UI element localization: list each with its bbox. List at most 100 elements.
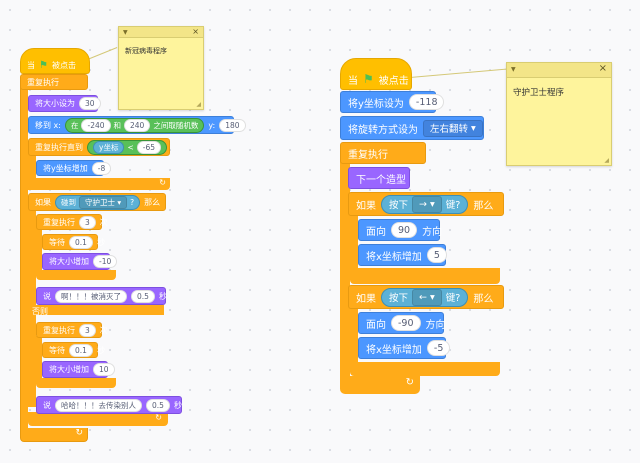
- comment-note[interactable]: ▼× 新冠病毒程序 ◢: [118, 26, 204, 110]
- within-label: 在: [70, 120, 79, 130]
- random-operator[interactable]: 在 -240 和 240 之间取随机数: [64, 117, 205, 133]
- key-dropdown[interactable]: → ▾: [412, 195, 442, 213]
- change-size-block-b[interactable]: 将大小增加 10: [42, 361, 115, 378]
- compare-value-input[interactable]: -65: [136, 140, 161, 154]
- wait-block-b[interactable]: 等待 0.1 秒: [42, 342, 105, 358]
- when-flag-clicked-block[interactable]: 当 ⚑ 被点击: [340, 58, 412, 90]
- next-costume-block[interactable]: 下一个造型: [348, 167, 410, 189]
- repeat-count-input[interactable]: 3: [79, 323, 96, 337]
- if-left-key-block[interactable]: 如果 按下 ← ▾ 键? 那么: [348, 285, 504, 309]
- if-right-key-block[interactable]: 如果 按下 → ▾ 键? 那么: [348, 192, 504, 216]
- forever-block[interactable]: 重复执行: [20, 74, 88, 90]
- repeat-count-input[interactable]: 3: [79, 215, 96, 229]
- goto-xy-block[interactable]: 移到 x: 在 -240 和 240 之间取随机数 y: 180: [28, 116, 246, 134]
- change-x-5-block[interactable]: 将x坐标增加 5: [358, 244, 447, 266]
- point-direction-neg90-block[interactable]: 面向 -90 方向: [358, 312, 446, 334]
- loop-arrow-icon: ↻: [75, 428, 83, 438]
- comment-note[interactable]: ▼× 守护卫士程序 ◢: [506, 62, 612, 166]
- collapse-icon[interactable]: ▼: [511, 66, 516, 73]
- direction-input[interactable]: -90: [391, 315, 421, 331]
- touching-sensor[interactable]: 碰到 守护卫士 ▾ ?: [55, 194, 141, 210]
- collapse-icon[interactable]: ▼: [123, 29, 128, 36]
- press-label: 按下: [389, 200, 409, 211]
- touching-target-dropdown[interactable]: 守护卫士 ▾: [79, 195, 128, 209]
- note-header[interactable]: ▼×: [119, 27, 203, 38]
- repeat-label: 重复执行: [43, 325, 75, 335]
- forever-arm: [340, 160, 350, 382]
- say-text-input[interactable]: 啊！！！被消灭了: [55, 289, 127, 303]
- repeat-3-block-a[interactable]: 重复执行 3 次: [36, 214, 108, 230]
- when-flag-clicked-block[interactable]: 当 ⚑ 被点击: [20, 48, 90, 74]
- times-label: 次: [99, 325, 108, 335]
- seconds-label: 秒: [96, 237, 105, 247]
- random-min-input[interactable]: -240: [81, 118, 111, 132]
- seconds-label: 秒: [173, 400, 182, 410]
- point-label: 面向: [366, 226, 386, 238]
- seconds-label: 秒: [158, 291, 167, 301]
- wait-block-a[interactable]: 等待 0.1 秒: [42, 234, 105, 250]
- resize-handle-icon[interactable]: ◢: [196, 101, 201, 108]
- set-y-block[interactable]: 将y坐标设为 -118: [340, 91, 445, 113]
- close-icon[interactable]: ×: [192, 27, 199, 36]
- press-label: 按下: [389, 293, 409, 304]
- change-size-label: 将大小增加: [49, 257, 89, 266]
- say-secs-input[interactable]: 0.5: [131, 289, 155, 303]
- key-pressed-sensor[interactable]: 按下 ← ▾ 键?: [381, 287, 469, 307]
- if-else-block[interactable]: 如果 碰到 守护卫士 ▾ ? 那么: [28, 193, 166, 211]
- y-position-reporter[interactable]: y坐标: [93, 140, 125, 154]
- then-label: 那么: [144, 197, 161, 207]
- less-than-operator[interactable]: y坐标 < -65: [87, 139, 167, 155]
- say-text-input[interactable]: 哈哈！！！去传染别人: [55, 398, 142, 412]
- left-arrow-key: ←: [419, 291, 427, 303]
- key-pressed-sensor[interactable]: 按下 → ▾ 键?: [381, 194, 469, 214]
- change-size-input[interactable]: 10: [93, 363, 115, 376]
- point-label: 面向: [366, 319, 386, 331]
- say-for-secs-block-a[interactable]: 说 啊！！！被消灭了 0.5 秒: [36, 287, 167, 305]
- wait-input[interactable]: 0.1: [69, 235, 93, 249]
- repeat-b-bottom: [36, 378, 116, 388]
- size-input[interactable]: 30: [79, 97, 101, 110]
- say-label: 说: [43, 400, 51, 410]
- set-y-input[interactable]: -118: [408, 94, 445, 110]
- if-else-mid: [28, 305, 164, 315]
- note-header[interactable]: ▼×: [507, 63, 611, 78]
- chevron-down-icon: ▾: [430, 291, 435, 303]
- times-label: 次: [99, 217, 108, 227]
- forever-block[interactable]: 重复执行: [340, 142, 426, 164]
- repeat-b-arm: [36, 336, 42, 380]
- repeat-until-block[interactable]: 重复执行直到 y坐标 < -65: [28, 138, 170, 156]
- rotation-style-dropdown[interactable]: 左右翻转 ▾: [423, 119, 483, 137]
- set-y-label: 将y坐标设为: [348, 98, 404, 110]
- chevron-down-icon: ▾: [471, 122, 476, 134]
- set-rotation-style-block[interactable]: 将旋转方式设为 左右翻转 ▾: [340, 116, 484, 140]
- say-secs-input[interactable]: 0.5: [146, 398, 170, 412]
- close-icon[interactable]: ×: [598, 63, 607, 74]
- y-input[interactable]: 180: [219, 118, 246, 132]
- note-text[interactable]: 守护卫士程序: [513, 88, 565, 98]
- set-size-block[interactable]: 将大小设为 30: [28, 95, 101, 112]
- change-size-block-a[interactable]: 将大小增加 -10: [42, 253, 118, 270]
- change-y-block[interactable]: 将y坐标增加 -8: [36, 160, 112, 176]
- rotation-value: 左右翻转: [430, 124, 469, 135]
- change-x-label: 将x坐标增加: [366, 251, 422, 263]
- wait-label: 等待: [49, 345, 65, 355]
- change-size-input[interactable]: -10: [93, 255, 118, 268]
- then-label: 那么: [473, 200, 494, 212]
- change-y-input[interactable]: -8: [91, 161, 112, 175]
- repeat-3-block-b[interactable]: 重复执行 3 次: [36, 322, 108, 338]
- say-for-secs-block-b[interactable]: 说 哈哈！！！去传染别人 0.5 秒: [36, 396, 182, 414]
- and-label: 和: [113, 120, 122, 130]
- key-dropdown[interactable]: ← ▾: [412, 288, 442, 306]
- change-x-input[interactable]: 5: [426, 247, 447, 263]
- change-x-neg5-block[interactable]: 将x坐标增加 -5: [358, 337, 451, 359]
- note-text[interactable]: 新冠病毒程序: [125, 47, 167, 55]
- change-x-input[interactable]: -5: [426, 340, 451, 356]
- direction-input[interactable]: 90: [391, 222, 418, 238]
- repeat-a-bottom: [36, 270, 116, 280]
- point-direction-90-block[interactable]: 面向 90 方向: [358, 219, 442, 241]
- say-label: 说: [43, 291, 51, 301]
- key-question-label: 键?: [445, 200, 461, 211]
- wait-input[interactable]: 0.1: [69, 343, 93, 357]
- random-max-input[interactable]: 240: [124, 118, 151, 132]
- resize-handle-icon[interactable]: ◢: [604, 157, 609, 164]
